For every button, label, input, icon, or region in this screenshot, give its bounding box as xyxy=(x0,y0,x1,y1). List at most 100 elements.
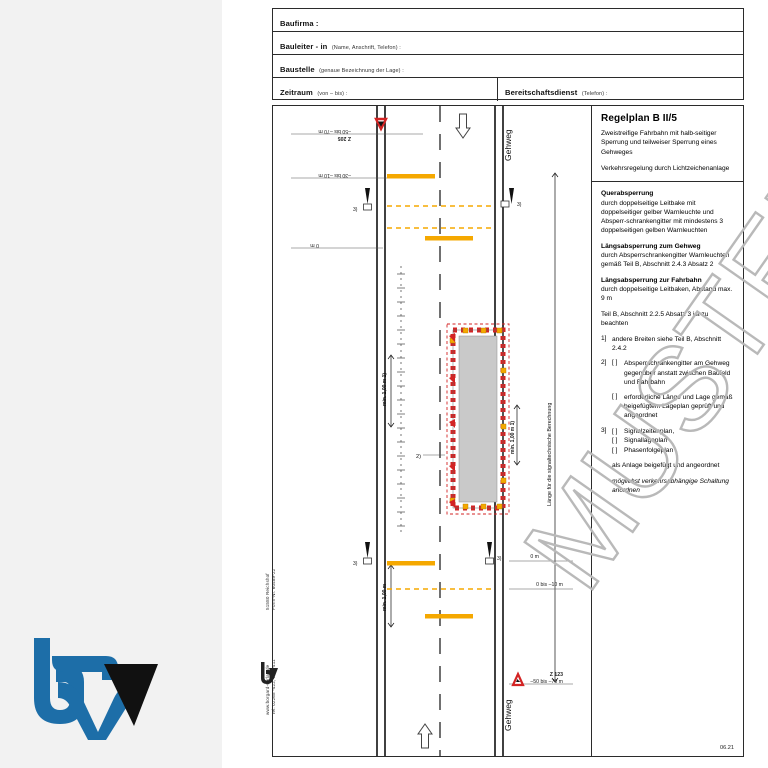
work-zone-area xyxy=(446,323,510,515)
label-bottom-range: 0 bis –10 m xyxy=(536,582,563,588)
traffic-plan-diagram: Gehweg Gehweg –50 bis –70 m Z 205 –30 bi… xyxy=(273,106,593,756)
note-2-sub[interactable]: [ ] erforderliche Länge und Lage gemäß b… xyxy=(612,393,735,421)
dim-left-upper xyxy=(387,354,395,428)
note-3-checkbox-1[interactable]: [ ] xyxy=(612,427,618,435)
form-hint-baustelle: (genaue Bezeichnung der Lage) xyxy=(319,68,401,74)
sidewalk-label-bottom: Gehweg xyxy=(503,699,513,731)
form-hint-zeitraum: (von – bis) xyxy=(317,91,345,97)
form-colon-1: : xyxy=(313,19,319,28)
form-label-baufirma: Baufirma xyxy=(280,19,314,28)
form-hint-bauleiter: (Name, Anschrift, Telefon) xyxy=(331,45,398,51)
spec-heading-2: Längsabsperrung zum Gehweg xyxy=(601,242,701,250)
label-top-sign-distance: –50 bis –70 m xyxy=(318,128,351,134)
yellow-marking-2 xyxy=(425,236,473,241)
spec-block-querabsperrung: Querabsperrung durch doppelseitige Leitb… xyxy=(601,189,735,235)
note-2-text: Absperrschrankengitter am Gehweg gegenüb… xyxy=(624,360,731,386)
form-row-baustelle[interactable]: Baustelle (genaue Bezeichnung der Lage) … xyxy=(273,55,743,78)
note-3-line-1[interactable]: [ ] Signalzeitenplan, xyxy=(612,427,735,437)
form-colon-5: : xyxy=(604,91,608,97)
dim-work-right xyxy=(513,404,521,466)
signal-head-bottom-right: 3) xyxy=(485,542,502,565)
spec-body-3: durch doppelseitige Leitbaken, Abstand m… xyxy=(601,286,733,303)
note-2[interactable]: 2] [ ] Absperrschrankengitter am Gehweg … xyxy=(601,359,735,387)
note-3-after: als Anlage beigefügt und angeordnet xyxy=(612,462,720,470)
note-2-checkbox[interactable]: [ ] xyxy=(612,359,618,367)
label-top-sign-code: Z 205 xyxy=(338,135,351,141)
note-3-number: 3] xyxy=(601,426,607,434)
dim-left-lower xyxy=(387,564,395,628)
publisher-form-no: Form-Nr. 60489-22 xyxy=(271,568,276,610)
label-bottom-zero: 0 m xyxy=(530,554,539,560)
header-form: Baufirma : Bauleiter - in (Name, Anschri… xyxy=(272,8,744,101)
form-label-bauleiter: Bauleiter - in xyxy=(280,42,328,51)
label-bottom-sign-distance: –50 bis –70 m xyxy=(530,679,563,685)
signal-head-bottom-left: 3) xyxy=(353,542,372,567)
note-2-number: 2] xyxy=(601,359,607,367)
yellow-marking-4 xyxy=(425,614,473,619)
plan-header: Regelplan B II/5 Zweistreifige Fahrbahn … xyxy=(592,106,743,183)
form-row-split: Zeitraum (von – bis) : Bereitschaftsdien… xyxy=(273,78,743,101)
note-2-sub-text: erforderliche Länge und Lage gemäß beige… xyxy=(624,394,733,420)
note-3-lines: [ ] Signalzeitenplan, [ ] Signallageplan… xyxy=(612,427,735,495)
arrow-direction-up xyxy=(417,723,433,749)
document-sheet: Baufirma : Bauleiter - in (Name, Anschri… xyxy=(232,0,768,768)
leitbaken-left xyxy=(449,333,455,508)
form-row-bauleiter[interactable]: Bauleiter - in (Name, Anschrift, Telefon… xyxy=(273,32,743,55)
label-signal-length: Länge für die signaltechnische Berechnun… xyxy=(547,403,553,506)
svg-text:3): 3) xyxy=(353,207,358,213)
plan-subtitle-1: Zweistreifige Fahrbahn mit halb-seitiger… xyxy=(601,130,717,156)
note-3-checkbox-3[interactable]: [ ] xyxy=(612,446,618,454)
plan-body: Gehweg Gehweg –50 bis –70 m Z 205 –30 bi… xyxy=(272,105,744,757)
spec-block-laengs-gehweg: Längsabsperrung zum Gehweg durch Absperr… xyxy=(601,242,735,270)
plan-subtitle-2: Verkehrsregelung durch Lichtzeichenanlag… xyxy=(601,165,730,173)
note-3: 3] [ ] Signalzeitenplan, [ ] Signallagep… xyxy=(601,427,735,495)
form-colon-4: : xyxy=(344,91,348,97)
note-3-line-3[interactable]: [ ] Phasenfolgeplan xyxy=(612,446,735,456)
form-colon-2: : xyxy=(397,45,401,51)
label-marker-2: 2) xyxy=(416,454,421,460)
note-1-text: andere Breiten siehe Teil B, Abschnitt 2… xyxy=(612,335,722,353)
note-3-line-2[interactable]: [ ] Signallageplan xyxy=(612,436,735,446)
form-cell-bereitschaftsdienst[interactable]: Bereitschaftsdienst (Telefon) : xyxy=(498,78,743,101)
svg-text:3): 3) xyxy=(517,202,522,208)
label-dim-work-right: min. 1,00 m 1) xyxy=(510,421,516,454)
plan-specifications: Querabsperrung durch doppelseitige Leitb… xyxy=(592,182,743,505)
form-label-zeitraum: Zeitraum xyxy=(280,88,313,97)
svg-text:3): 3) xyxy=(353,561,358,567)
form-label-bereitschaft: Bereitschaftsdienst xyxy=(505,88,578,97)
arrow-direction-down xyxy=(455,113,471,139)
signal-head-top-left: 3) xyxy=(353,188,372,213)
yellow-marking-3 xyxy=(387,561,435,566)
plan-title: Regelplan B II/5 xyxy=(601,113,678,124)
note-3-text-2: Signallageplan xyxy=(624,437,668,445)
plan-info-panel: Regelplan B II/5 Zweistreifige Fahrbahn … xyxy=(591,106,743,756)
sidewalk-label-top: Gehweg xyxy=(503,129,513,161)
label-top-third: 0 m xyxy=(310,242,319,248)
sign-z205-yield xyxy=(374,117,388,132)
spec-body-1: durch doppelseitige Leitbake mit doppels… xyxy=(601,199,724,235)
warning-lights xyxy=(449,327,507,510)
sign-z123-roadworks xyxy=(511,671,525,687)
form-cell-zeitraum[interactable]: Zeitraum (von – bis) : xyxy=(273,78,498,101)
signal-length-dimension xyxy=(551,172,559,683)
work-field xyxy=(458,335,498,503)
signal-head-top-right: 3) xyxy=(500,188,522,208)
note-3-checkbox-2[interactable]: [ ] xyxy=(612,437,618,445)
form-row-baufirma[interactable]: Baufirma : xyxy=(273,9,743,32)
label-top-second-distance: –30 bis –10 m xyxy=(318,172,351,178)
publisher-logo-small xyxy=(258,660,278,691)
spec-block-laengs-fahrbahn: Längsabsperrung zur Fahrbahn durch doppe… xyxy=(601,276,735,304)
note-2-sub-checkbox[interactable]: [ ] xyxy=(612,393,618,401)
label-bottom-sign-code: Z 123 xyxy=(550,672,563,678)
svg-text:3): 3) xyxy=(497,556,502,562)
note-3-text-3: Phasenfolgeplan xyxy=(624,446,674,454)
form-colon-3: : xyxy=(400,68,404,74)
publisher-city: 51580 Reichshof xyxy=(265,573,270,610)
note-3-text-1: Signalzeitenplan, xyxy=(624,427,675,435)
yellow-marking-1 xyxy=(387,174,435,179)
spec-reference: Teil B, Abschnitt 2.2.5 Absatz 3 ist zu … xyxy=(601,311,709,328)
note-1: 1] andere Breiten siehe Teil B, Abschnit… xyxy=(601,335,735,353)
spec-heading-1: Querabsperrung xyxy=(601,190,654,198)
spec-heading-3: Längsabsperrung zur Fahrbahn xyxy=(601,276,702,284)
